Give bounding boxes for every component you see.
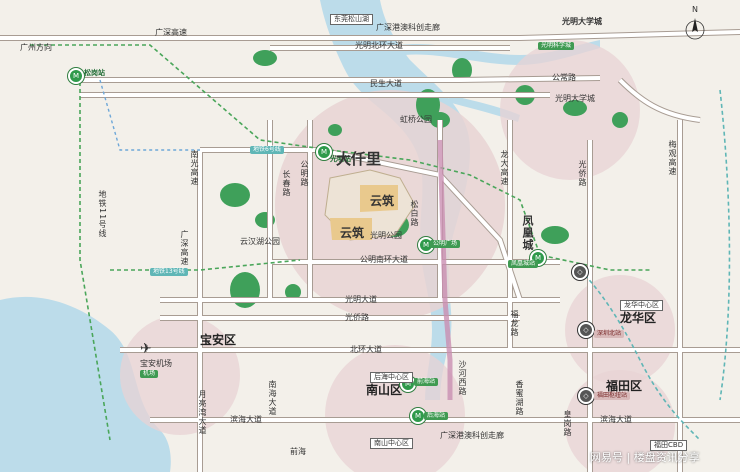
line11-label: 地铁11号线: [98, 190, 107, 239]
binhai-avenue-east-label: 滨海大道: [600, 415, 632, 424]
guangshen-highway-label: 广深高速: [155, 28, 187, 37]
science-city-tag: 光明科学城: [538, 42, 575, 50]
baoan-district-label: 宝安区: [200, 333, 237, 347]
fenghuangcheng-label: 凤凰城: [521, 215, 534, 251]
qianhai-station-label: 前海站: [414, 378, 439, 386]
science-corridor-label: 广深港澳科创走廊: [376, 23, 440, 32]
hub-station-marker[interactable]: ◇: [572, 264, 588, 280]
xiangmihu-road-label: 香蜜湖路: [515, 380, 524, 416]
nanshan-district-label: 南山区: [366, 383, 403, 397]
houhai-station-label: 后海站: [424, 412, 449, 420]
beihuan-avenue-label: 北环大道: [350, 345, 382, 354]
project-brand-secondary: 云筑: [340, 226, 365, 240]
nanhai-avenue-label: 南海大道: [268, 380, 277, 416]
guangqiao-road-label: 光侨路: [345, 313, 369, 322]
compass-north-label: N: [692, 5, 698, 14]
futian-hub-marker[interactable]: ◇: [578, 388, 594, 404]
guangming-station-marker[interactable]: M: [316, 144, 332, 160]
guangqiao-vertical-label: 光侨路: [578, 160, 587, 187]
line6-tag: 地铁6号线: [250, 146, 284, 154]
airport-station-label: 机场: [140, 370, 159, 378]
changchun-road-label: 长春路: [282, 170, 291, 197]
huanggang-road-label: 皇岗路: [563, 410, 572, 437]
futian-hub-label: 福田枢纽站: [594, 392, 631, 400]
line13-tag: 地铁13号线: [150, 268, 188, 276]
watermark-text: 网易号 | 楼盘资讯分享: [590, 451, 700, 464]
qianhai-label: 前海: [290, 447, 306, 456]
guangming-avenue-label: 光明大道: [345, 295, 377, 304]
longhua-district-label: 龙华区: [620, 311, 657, 325]
nanguang-highway-label: 南光高速: [190, 150, 199, 186]
shahe-west-road-label: 沙河西路: [458, 360, 467, 396]
gongchang-road-label: 公常路: [552, 73, 576, 82]
shenzhen-north-station-marker[interactable]: ◇: [578, 322, 594, 338]
guangming-station-label: 光明站: [330, 155, 351, 163]
yunhan-lake-park-label: 云汉湖公园: [240, 237, 280, 246]
longhua-center-label: 龙华中心区: [620, 300, 663, 311]
futian-district-label: 福田区: [606, 379, 643, 393]
guangming-park-label: 光明公园: [370, 231, 402, 240]
shenzhen-north-station-label: 深圳北站: [594, 330, 625, 338]
project-title: 大仟里: [336, 150, 382, 168]
gongming-road-label: 公明路: [300, 160, 309, 187]
fulong-road-label: 福龙路: [510, 310, 519, 337]
shekou-center-label: 南山中心区: [370, 438, 413, 449]
project-brand-main: 云筑: [370, 194, 395, 208]
dongguan-label: 东莞松山湖: [330, 14, 373, 25]
meiguan-highway-label: 梅观高速: [668, 140, 677, 176]
guangshen-highway-vertical-label: 广深高速: [180, 230, 189, 266]
yueliangwan-avenue-label: 月亮湾大道: [198, 390, 207, 435]
guangming-university-city-label: 光明大学城: [562, 17, 602, 26]
houhai-center-label: 后海中心区: [370, 372, 413, 383]
songbai-road-label: 松白路: [410, 200, 419, 227]
guangming-uni-label: 光明大学城: [555, 94, 595, 103]
minsheng-avenue-label: 民生大道: [370, 79, 402, 88]
hongqiao-park-label: 虹桥公园: [400, 115, 432, 124]
guangzhou-direction-label: 广州方向: [20, 43, 52, 52]
guangshen-corridor-south-label: 广深港澳科创走廊: [440, 431, 504, 440]
airplane-icon: ✈: [140, 341, 152, 357]
gongming-south-ring-label: 公明南环大道: [360, 255, 408, 264]
baoan-airport-label: 宝安机场: [140, 359, 172, 368]
futian-cbd-label: 福田CBD: [650, 440, 688, 451]
songgang-station-marker[interactable]: M: [68, 68, 84, 84]
guangming-north-ring-label: 光明北环大道: [355, 41, 403, 50]
gongming-square-station-label: 公明广场: [430, 240, 461, 248]
longda-highway-label: 龙大高速: [500, 150, 509, 186]
songgang-station-label: 松岗站: [84, 69, 105, 77]
binhai-avenue-label: 滨海大道: [230, 415, 262, 424]
fenghuangcheng-station-label: 凤凰城站: [508, 260, 539, 268]
